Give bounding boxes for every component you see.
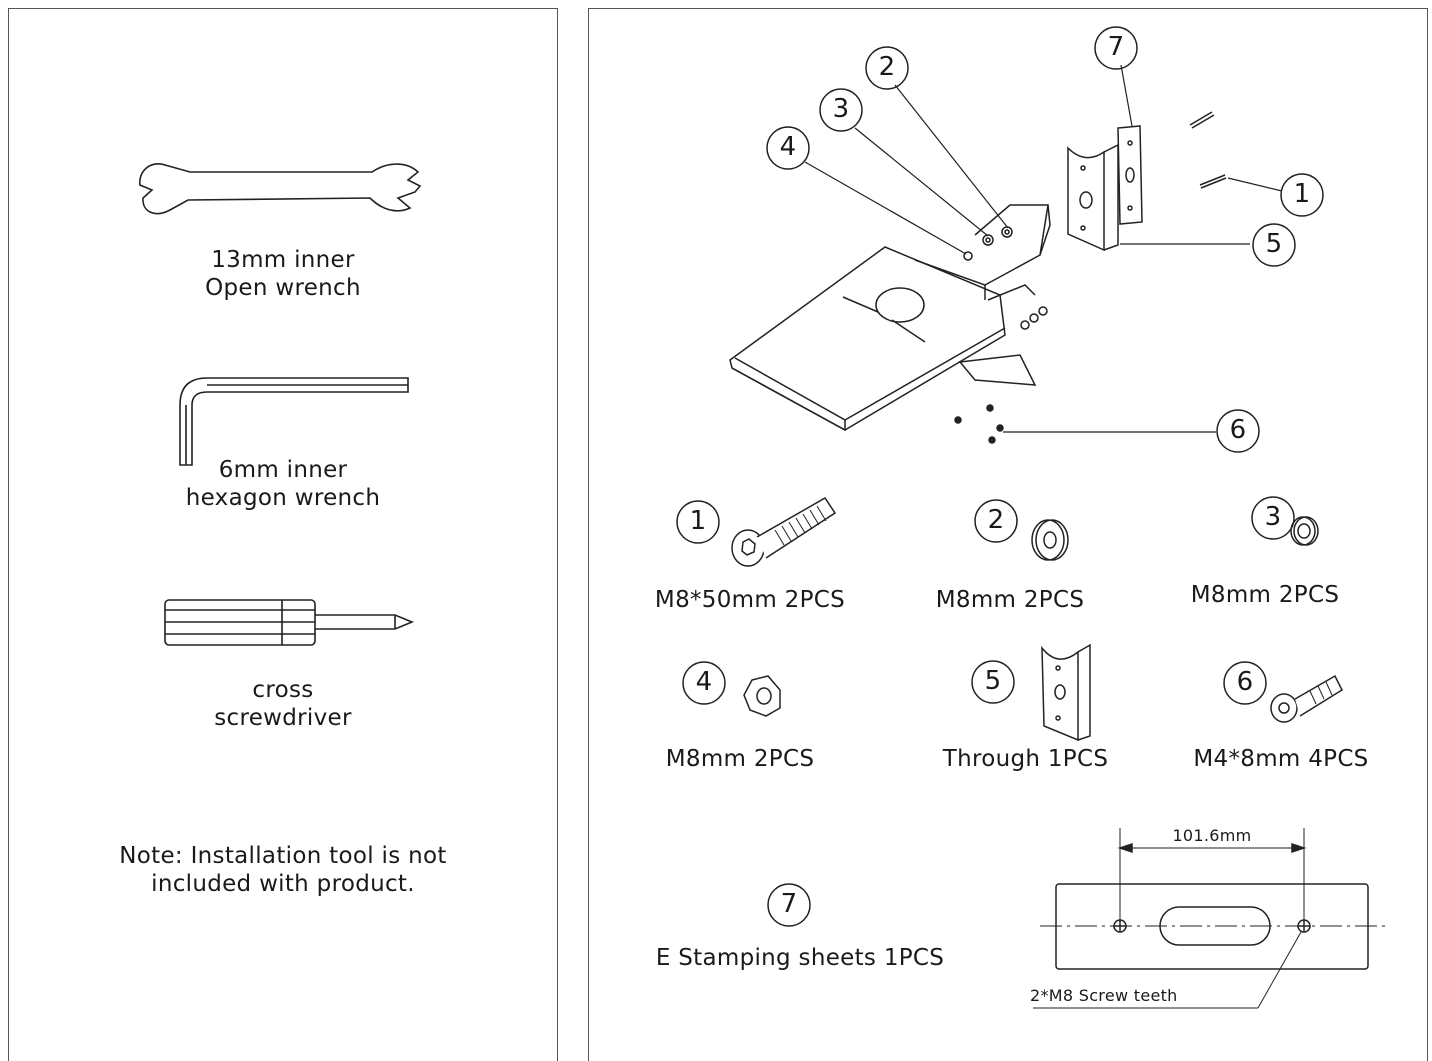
part-number: 4 (695, 667, 713, 697)
hardware-exploded (954, 226, 1048, 444)
tool-name: hexagon wrench (185, 485, 381, 511)
part-label-flat-washer: M8mm 2PCS (935, 587, 1085, 613)
part-number: 1 (689, 506, 707, 536)
part-label-small-screw: M4*8mm 4PCS (1193, 746, 1369, 772)
plate-dimension: 101.6mm (1172, 826, 1252, 845)
installation-note: Note: Installation tool is not included … (58, 842, 508, 898)
tools-panel (8, 8, 558, 1061)
hex-key-icon (179, 377, 409, 466)
leader-lines (804, 64, 1283, 433)
tool-size: 6mm inner (218, 457, 348, 483)
tool-size: cross (252, 677, 314, 703)
part-number: 3 (1264, 502, 1282, 532)
callout-circles (676, 26, 1324, 927)
callout-4: 4 (779, 132, 797, 162)
stand-base-icon (729, 204, 1051, 432)
plate-hole-label: 2*M8 Screw teeth (1030, 986, 1178, 1005)
screwdriver-icon (164, 599, 415, 646)
bolt-icon (1189, 111, 1227, 189)
callout-7: 7 (1107, 32, 1125, 62)
note-line-1: Note: Installation tool is not (119, 843, 447, 869)
callout-6: 6 (1229, 415, 1247, 445)
plate-drawing (1033, 828, 1385, 1009)
tool-name: Open wrench (205, 275, 361, 301)
part-small-screw-icon (1270, 674, 1343, 723)
callout-3: 3 (832, 94, 850, 124)
open-wrench-icon (139, 163, 422, 215)
part-spring-washer-icon (1290, 516, 1319, 546)
tool-label-open-wrench: 13mm inner Open wrench (148, 246, 418, 302)
parts-panel (588, 8, 1428, 1061)
part-bolt-icon (731, 497, 837, 567)
part-label-stamping-sheet: E Stamping sheets 1PCS (655, 945, 945, 971)
note-line-2: included with product. (151, 871, 415, 897)
part-number: 6 (1236, 667, 1254, 697)
tool-name: screwdriver (214, 705, 352, 731)
part-number: 7 (780, 889, 798, 919)
part-number: 5 (984, 666, 1002, 696)
callout-5: 5 (1265, 229, 1283, 259)
part-through-bracket-icon (1041, 643, 1091, 742)
through-bracket-icon (1067, 143, 1119, 252)
callout-2: 2 (878, 52, 896, 82)
tool-size: 13mm inner (211, 247, 355, 273)
part-hex-nut-icon (743, 675, 781, 717)
tool-label-hex-wrench: 6mm inner hexagon wrench (148, 456, 418, 512)
tool-label-screwdriver: cross screwdriver (148, 676, 418, 732)
stamping-sheet-icon (1117, 125, 1143, 225)
part-label-spring-washer: M8mm 2PCS (1190, 582, 1340, 608)
callout-1: 1 (1293, 179, 1311, 209)
part-label-bracket: Through 1PCS (942, 746, 1109, 772)
part-number: 2 (987, 505, 1005, 535)
part-flat-washer-icon (1031, 519, 1069, 561)
part-label-hex-nut: M8mm 2PCS (665, 746, 815, 772)
part-label-bolt: M8*50mm 2PCS (654, 587, 846, 613)
